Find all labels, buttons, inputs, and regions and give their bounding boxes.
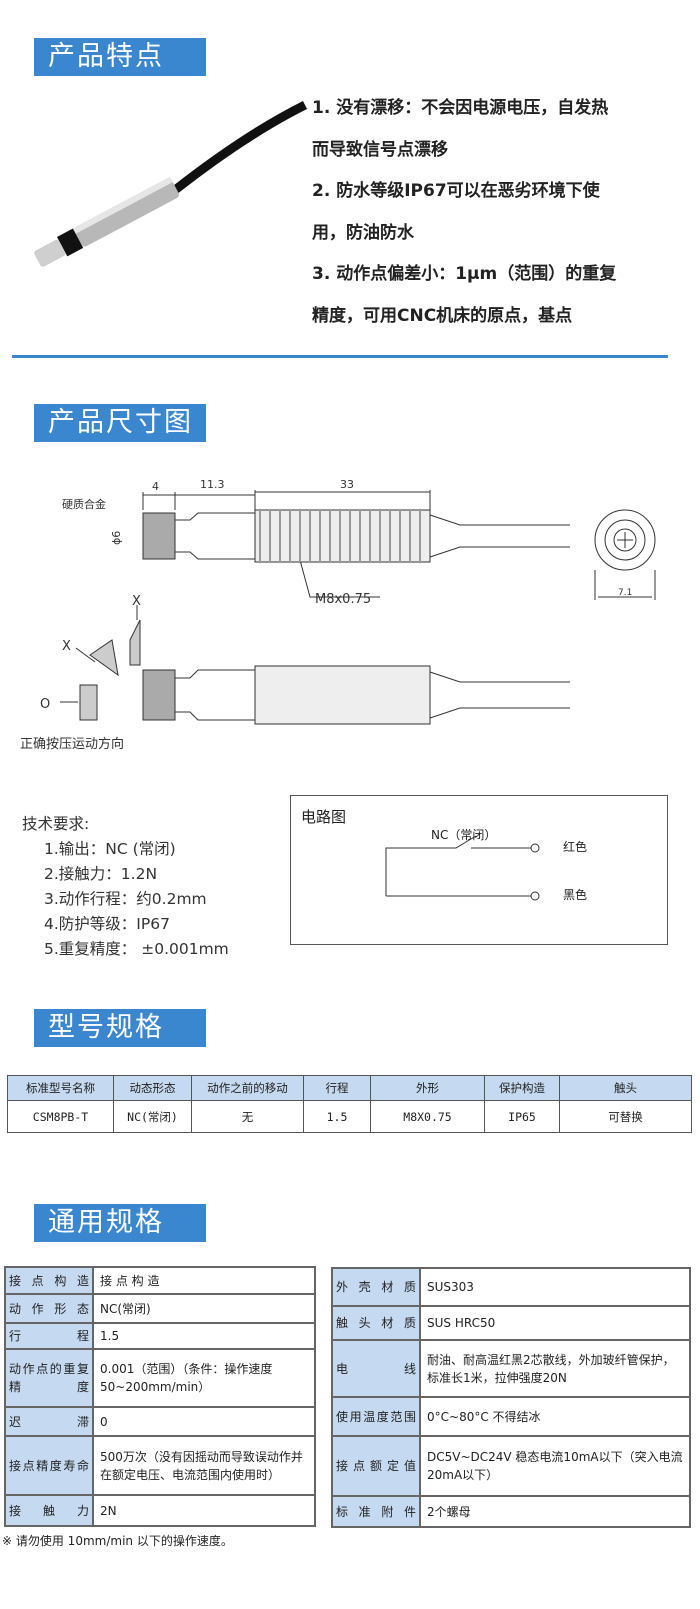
- spec-value: DC5V~DC24V 稳态电流10mA以下（突入电流20mA以下）: [419, 1435, 691, 1497]
- column-header: 触头: [559, 1075, 692, 1101]
- section-header-dimensions: 产品尺寸图: [34, 404, 206, 442]
- feature-line: 而导致信号点漂移: [312, 139, 448, 160]
- column-header: 动作之前的移动: [191, 1075, 304, 1101]
- spec-key: 动作点的重复精度: [4, 1348, 94, 1408]
- cell: 无: [191, 1100, 304, 1133]
- dim-11-3: 11.3: [200, 478, 225, 491]
- spec-key: 接点额定值: [331, 1435, 421, 1497]
- cell: NC(常闭): [113, 1100, 192, 1133]
- tech-item: 4.防护等级：IP67: [44, 915, 170, 933]
- feature-line: 1. 没有漂移：不会因电源电压，自发热: [312, 98, 609, 118]
- spec-value: SUS HRC50: [419, 1305, 691, 1341]
- cell: IP65: [484, 1100, 560, 1133]
- spec-value: 0.001（范围）（条件：操作速度 50~200mm/min）: [92, 1348, 316, 1408]
- spec-value: SUS303: [419, 1267, 691, 1307]
- column-header: 保护构造: [484, 1075, 560, 1101]
- spec-key: 接点精度寿命: [4, 1435, 94, 1496]
- spec-value: 2N: [92, 1494, 316, 1527]
- tech-requirements: 技术要求: 1.输出：NC (常闭) 2.接触力：1.2N 3.动作行程：约0.…: [22, 812, 229, 962]
- tech-item: 5.重复精度： ±0.001mm: [44, 940, 229, 958]
- spec-value: 接 点 构 造: [92, 1266, 316, 1295]
- cell: M8X0.75: [370, 1100, 485, 1133]
- tech-title: 技术要求:: [22, 815, 90, 833]
- tech-item: 1.输出：NC (常闭): [44, 840, 176, 858]
- section-header-features: 产品特点: [34, 38, 206, 76]
- table-row: CSM8PB-T NC(常闭) 无 1.5 M8X0.75 IP65 可替换: [7, 1100, 692, 1133]
- spec-value: 1.5: [92, 1322, 316, 1350]
- spec-key: 标准附件: [331, 1495, 421, 1528]
- model-table: 标准型号名称 动态形态 动作之前的移动 行程 外形 保护构造 触头 CSM8PB…: [7, 1075, 692, 1133]
- dim-phi6: ϕ6: [110, 531, 123, 545]
- spec-key: 迟滞: [4, 1406, 94, 1437]
- dim-33: 33: [340, 478, 354, 491]
- feature-line: 3. 动作点偏差小：1μm（范围）的重复: [312, 264, 617, 284]
- tech-item: 2.接触力：1.2N: [44, 865, 158, 883]
- x-label-top: X: [132, 594, 141, 609]
- section-header-general: 通用规格: [34, 1204, 206, 1242]
- feature-line: 用，防油防水: [312, 222, 414, 243]
- cell: 可替换: [559, 1100, 692, 1133]
- feature-list: 1. 没有漂移：不会因电源电压，自发热 而导致信号点漂移 2. 防水等级IP67…: [312, 88, 697, 337]
- nc-label: NC（常闭）: [431, 828, 497, 842]
- spec-value: NC(常闭): [92, 1293, 316, 1324]
- table-row: 电线耐油、耐高温红黑2芯散线，外加玻纤管保护，标准长1米，拉伸强度20N: [331, 1339, 691, 1398]
- column-header: 行程: [303, 1075, 371, 1101]
- dimension-drawing: 硬质合金 4 11.3 33 ϕ6 M8x0.75 7.1 X X O 正确按压…: [20, 478, 656, 752]
- spec-key: 触头材质: [331, 1305, 421, 1341]
- spec-value: 0: [92, 1406, 316, 1437]
- thread-label: M8x0.75: [315, 592, 371, 607]
- red-wire-label: 红色: [563, 840, 588, 854]
- spec-value: 500万次（没有因摇动而导致误动作并在额定电压、电流范围内使用时）: [92, 1435, 316, 1496]
- dim-4: 4: [152, 480, 159, 493]
- column-header: 外形: [370, 1075, 485, 1101]
- spec-value: 0°C~80°C 不得结冰: [419, 1396, 691, 1437]
- alloy-label: 硬质合金: [62, 497, 106, 511]
- table-row: 接点构造接 点 构 造: [4, 1266, 316, 1295]
- cell: 1.5: [303, 1100, 371, 1133]
- spec-key: 外壳材质: [331, 1267, 421, 1307]
- column-header: 标准型号名称: [7, 1075, 114, 1101]
- feature-line: 精度，可用CNC机床的原点，基点: [312, 305, 573, 326]
- spec-key: 动作形态: [4, 1293, 94, 1324]
- x-label-left: X: [62, 639, 71, 654]
- section-header-models: 型号规格: [34, 1009, 206, 1047]
- spec-value: 耐油、耐高温红黑2芯散线，外加玻纤管保护，标准长1米，拉伸强度20N: [419, 1339, 691, 1398]
- spec-key: 行程: [4, 1322, 94, 1350]
- black-wire-label: 黑色: [563, 888, 588, 902]
- direction-label: 正确按压运动方向: [20, 736, 124, 752]
- spec-key: 电线: [331, 1339, 421, 1398]
- tech-item: 3.动作行程：约0.2mm: [44, 890, 207, 908]
- feature-line: 2. 防水等级IP67可以在恶劣环境下使: [312, 181, 600, 201]
- spec-key: 接点构造: [4, 1266, 94, 1295]
- divider: [12, 355, 668, 358]
- table-header-row: 标准型号名称 动态形态 动作之前的移动 行程 外形 保护构造 触头: [7, 1075, 692, 1101]
- circuit-title: 电路图: [301, 808, 347, 826]
- dim-7-1: 7.1: [618, 588, 632, 598]
- cell: CSM8PB-T: [7, 1100, 114, 1133]
- circuit-diagram: 电路图 NC（常闭） 红色 黑色: [290, 795, 668, 945]
- spec-key: 接触力: [4, 1494, 94, 1527]
- product-photo: [34, 100, 308, 267]
- circuit-lines: [385, 835, 540, 901]
- o-label: O: [40, 697, 50, 712]
- usage-note: ※ 请勿使用 10mm/min 以下的操作速度。: [2, 1534, 233, 1548]
- column-header: 动态形态: [113, 1075, 192, 1101]
- spec-value: 2个螺母: [419, 1495, 691, 1528]
- spec-key: 使用温度范围: [331, 1396, 421, 1437]
